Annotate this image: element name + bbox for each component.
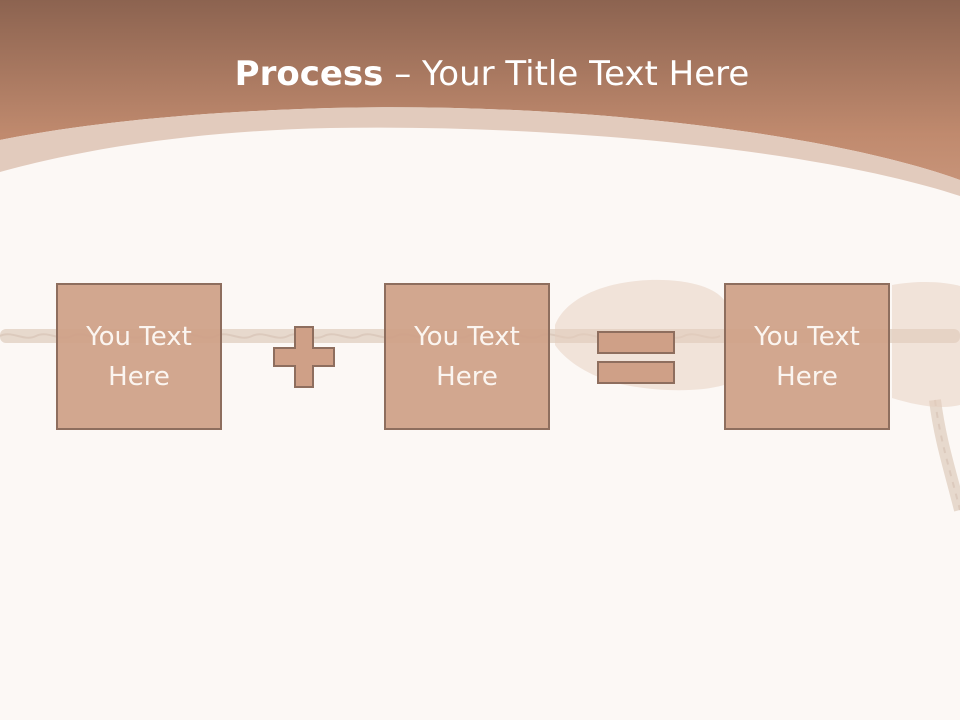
step-box-1[interactable]: You Text Here — [56, 283, 222, 430]
step-box-2-text: You Text Here — [414, 321, 520, 392]
step-box-3-text: You Text Here — [754, 321, 860, 392]
step-box-1-text: You Text Here — [86, 321, 192, 392]
step-box-2[interactable]: You Text Here — [384, 283, 550, 430]
page-title: Process – Your Title Text Here — [0, 52, 960, 96]
header-banner — [0, 0, 960, 196]
equals-icon — [597, 331, 675, 384]
title-rest: Your Title Text Here — [422, 54, 750, 94]
plus-icon — [273, 326, 335, 388]
title-bold: Process — [234, 54, 384, 94]
step-box-3[interactable]: You Text Here — [724, 283, 890, 430]
title-separator: – — [383, 54, 423, 94]
